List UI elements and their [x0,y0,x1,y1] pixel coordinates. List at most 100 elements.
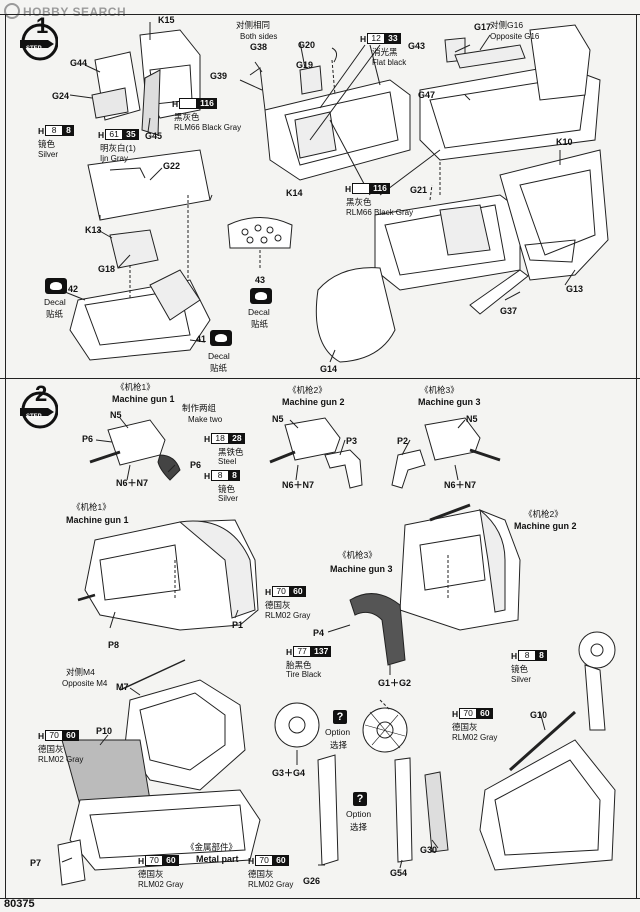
paint-number: 18 [211,433,230,444]
step2-machine-gun-drawings [89,417,501,489]
part-g13: G13 [566,284,584,294]
paint-name-cn: 镜色 [218,484,236,494]
opposite-g16-cn: 对侧G16 [490,20,524,30]
part-g47: G47 [418,90,436,100]
opposite-g16-en: Opposite G16 [490,32,540,41]
part-n6-n7: N6＋N7 [282,480,315,490]
paint-name-cn: 黑铁色 [218,447,244,457]
part-p2: P2 [397,436,409,446]
paint-name-cn: 消光黑 [372,47,398,57]
part-g17: G17 [474,22,492,32]
paint-code: 8 [229,470,240,481]
paint-code: 60 [477,708,493,719]
decal-sheet-icon [250,288,272,304]
part-g19: G19 [296,60,314,70]
paint-name-cn: 镜色 [38,139,56,149]
paint-number: 70 [145,855,164,866]
step-2-label: STEP [26,414,42,420]
decal-label-en: Decal [208,351,230,361]
paint-name-en: Flat black [372,58,407,67]
paint-name-cn: 镜色 [511,664,529,674]
paint-name-en: RLM66 Black Gray [174,123,242,132]
paint-code: 8 [536,650,547,661]
paint-name-en: Ijn Gray [100,154,129,163]
paint-name-en: Steel [218,457,237,466]
step2-lower-assembly-drawings [57,631,616,886]
option-label-cn: 选择 [330,740,348,750]
decal-sheet-icon [210,330,232,346]
paint-number: 70 [272,586,291,597]
paint-name-en: Silver [511,675,532,684]
paint-name-cn: 黑灰色 [346,197,372,207]
part-g20: G20 [298,40,316,50]
paint-name-en: RLM02 Gray [138,880,184,889]
paint-code: 28 [229,433,245,444]
part-p6: P6 [82,434,94,444]
paint-name-en: RLM02 Gray [248,880,294,889]
mg1-title-en: Machine gun 1 [66,515,129,525]
part-g18: G18 [98,264,116,274]
watermark: HOBBY SEARCH [4,3,126,19]
step-1-label: STEP [26,46,42,52]
part-m7: M7 [116,682,129,692]
mg2-title-cn: 《机枪2》 [524,509,563,519]
step-1-badge-icon [20,23,58,61]
step-2-badge-icon [20,391,58,429]
part-p8: P8 [108,640,120,650]
option-label-en: Option [346,809,372,819]
paint-code: 60 [63,730,79,741]
question-mark-icon: ? [353,792,367,806]
part-g38: G38 [250,42,268,52]
part-p3: P3 [346,436,358,446]
part-n5: N5 [466,414,478,424]
mg3-title-en: Machine gun 3 [418,397,481,407]
paint-name-en: Silver [218,494,239,503]
paint-code: 35 [123,129,139,140]
paint-number: 70 [45,730,64,741]
step1-lower-fuselage-drawing [315,149,609,363]
mg1-title-cn: 《机枪1》 [72,502,111,512]
step1-seat-drawing [91,29,201,136]
watermark-text: HOBBY SEARCH [23,5,127,19]
part-g26: G26 [303,876,321,886]
bottom-border [0,898,640,899]
paint-code: 33 [385,33,401,44]
part-p6: P6 [190,460,202,470]
part-g22: G22 [163,161,181,171]
part-g44: G44 [70,58,88,68]
paint-code: 137 [311,646,332,657]
make-two-en: Make two [188,415,223,424]
mg3-title-cn: 《机枪3》 [338,550,377,560]
make-two-cn: 制作两组 [182,403,217,413]
paint-number: 12 [367,33,386,44]
mg1-title-cn: 《机枪1》 [116,382,155,392]
paint-code: 8 [63,125,74,136]
step1-instrument-panel-drawing [227,217,293,270]
mg2-title-en: Machine gun 2 [282,397,345,407]
page-frame [5,14,637,898]
option-label-en: Option [325,727,351,737]
decal-sheet-icon [45,278,67,294]
part-p4: P4 [313,628,325,638]
decal-label-cn: 贴纸 [46,309,64,319]
paint-number: 70 [459,708,478,719]
decal-label-cn: 贴纸 [251,319,269,329]
page-number: 80375 [4,898,35,910]
metal-part-en: Metal part [196,854,239,864]
hobby-search-logo-icon [4,3,20,19]
paint-number: 8 [518,650,537,661]
part-g24: G24 [52,91,70,101]
decal-number-42: 42 [68,284,79,294]
paint-code: 116 [370,183,390,194]
mg1-title-en: Machine gun 1 [112,394,175,404]
decal-label-en: Decal [44,297,66,307]
part-g30: G30 [420,845,438,855]
paint-name-cn: 德国灰 [38,744,64,754]
part-g37: G37 [500,306,518,316]
